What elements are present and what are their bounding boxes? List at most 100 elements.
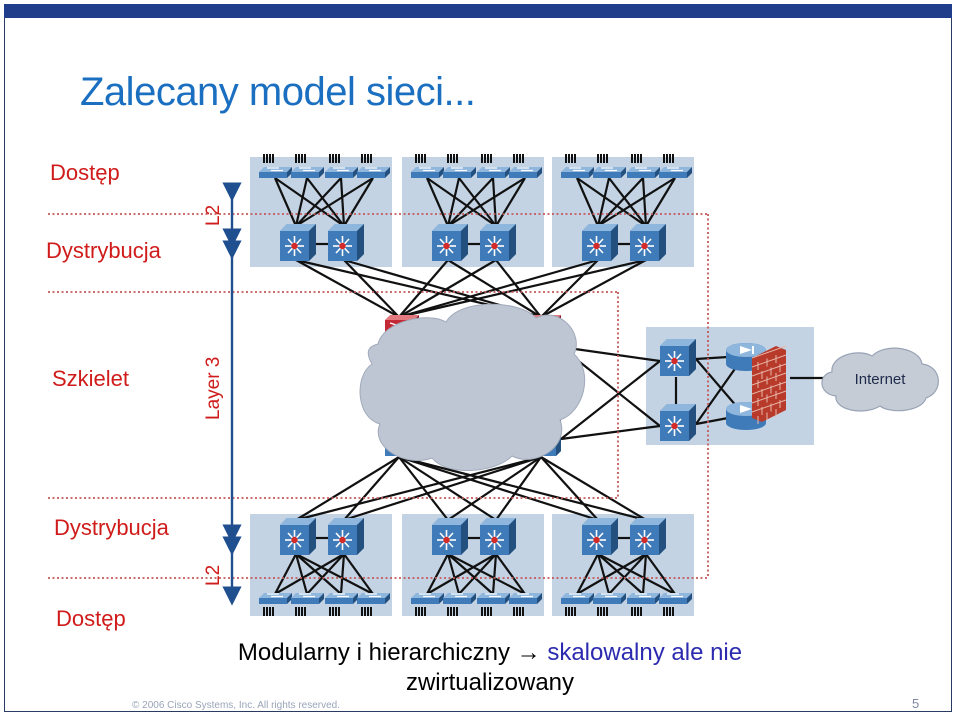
network-link — [540, 259, 599, 318]
network-link — [295, 553, 342, 595]
network-link — [597, 553, 676, 595]
network-link — [274, 553, 345, 595]
label-bottom-distribution: Dystrybucja — [54, 515, 169, 540]
network-link — [458, 177, 497, 227]
network-link — [295, 553, 374, 595]
edge-link — [560, 360, 661, 440]
network-link — [398, 259, 497, 318]
network-link — [447, 177, 494, 227]
network-link — [295, 456, 400, 521]
network-link — [426, 553, 449, 595]
network-link — [608, 177, 647, 227]
network-link — [398, 258, 647, 319]
network-link — [576, 177, 647, 227]
network-link — [447, 553, 494, 595]
label-top-access: Dostęp — [50, 160, 120, 185]
edge-link — [560, 424, 661, 441]
copyright-footer: © 2006 Cisco Systems, Inc. All rights re… — [132, 700, 341, 711]
network-link — [274, 553, 297, 595]
network-link — [447, 456, 542, 521]
network-link — [398, 456, 449, 521]
distribution-switch — [431, 517, 469, 556]
network-link — [597, 177, 644, 227]
network-link — [343, 455, 542, 522]
network-link — [294, 553, 309, 595]
distribution-switch — [431, 223, 469, 262]
network-link — [641, 553, 648, 595]
network-link — [447, 553, 526, 595]
network-link — [343, 259, 400, 318]
caption-arrow: → — [516, 639, 541, 666]
caption-line2: zwirtualizowany — [405, 669, 575, 696]
distribution-switch — [479, 517, 517, 556]
network-link — [495, 177, 526, 227]
network-link — [295, 455, 542, 522]
network-link — [596, 553, 611, 595]
distribution-switch — [327, 517, 365, 556]
network-link — [540, 456, 599, 521]
network-link — [446, 553, 461, 595]
edge-switch — [659, 338, 697, 377]
edge-link — [560, 345, 661, 363]
network-link — [398, 456, 497, 521]
internet-label: Internet — [855, 371, 907, 388]
network-link — [398, 455, 599, 522]
network-link — [645, 177, 676, 227]
distribution-switch — [279, 517, 317, 556]
network-link — [491, 553, 498, 595]
distribution-switch — [629, 517, 667, 556]
internet-cloud — [821, 347, 939, 412]
network-link — [274, 177, 345, 227]
slide-title: Zalecany model sieci... — [80, 70, 476, 114]
network-link — [641, 177, 648, 227]
label-top-distribution: Dystrybucja — [46, 238, 161, 263]
network-link — [540, 456, 647, 521]
distribution-switch — [279, 223, 317, 262]
network-link — [458, 553, 497, 595]
network-link — [295, 259, 400, 318]
distribution-switch — [629, 223, 667, 262]
network-link — [306, 553, 345, 595]
network-link — [540, 259, 647, 318]
distribution-switch — [581, 223, 619, 262]
network-link — [426, 553, 497, 595]
network-link — [425, 177, 450, 227]
network-link — [608, 553, 647, 595]
caption-part1: Modularny i hierarchiczny — [237, 639, 510, 666]
label-core: Szkielet — [52, 366, 130, 391]
network-link — [491, 177, 498, 227]
network-link — [597, 553, 644, 595]
network-link — [398, 259, 449, 318]
core-cloud — [359, 303, 586, 471]
network-link — [398, 258, 599, 319]
network-link — [495, 553, 526, 595]
network-link — [645, 553, 676, 595]
dotted-guides — [48, 213, 709, 579]
network-link — [339, 177, 346, 227]
distribution-switch — [479, 223, 517, 262]
distribution-switch — [327, 223, 365, 262]
network-link — [426, 177, 497, 227]
slide-caption: Modularny i hierarchiczny → skalowalny a… — [180, 638, 800, 698]
network-link — [597, 177, 676, 227]
page-number: 5 — [912, 696, 920, 711]
distribution-switch — [581, 517, 619, 556]
network-link — [273, 177, 298, 227]
network-link — [343, 177, 374, 227]
edge-switch — [659, 403, 697, 442]
network-link — [295, 177, 342, 227]
network-link — [294, 177, 309, 227]
caption-part2: skalowalny ale nie — [547, 639, 743, 666]
network-link — [343, 553, 374, 595]
network-link — [306, 177, 345, 227]
network-link — [339, 553, 346, 595]
network-link — [576, 553, 647, 595]
network-link — [295, 177, 374, 227]
slide-top-bar — [4, 4, 952, 18]
network-link — [447, 177, 526, 227]
network-link — [343, 456, 400, 521]
network-link — [446, 177, 461, 227]
label-bottom-access: Dostęp — [56, 606, 126, 631]
firewall-icon — [751, 345, 787, 424]
